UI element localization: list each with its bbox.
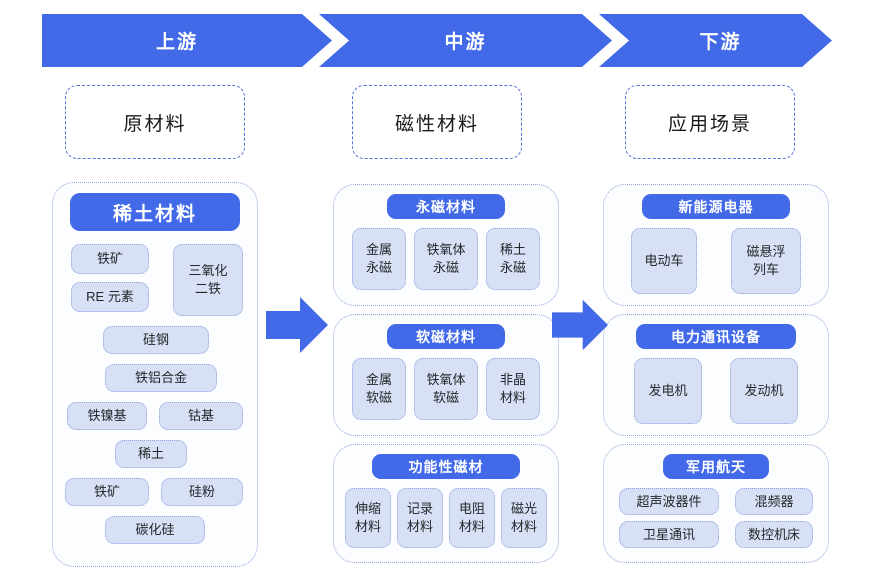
group-title-military-aerospace: 军用航天 (663, 454, 769, 479)
column-upstream: 稀土材料 铁矿 三氧化 二铁 RE 元素 硅钢 铁铝合金 铁镍基 钴基 稀土 铁… (52, 182, 258, 575)
group-soft-magnetic-materials: 软磁材料 金属 软磁 铁氧体 软磁 非晶 材料 (333, 314, 559, 436)
chip-item[interactable]: 金属 永磁 (352, 228, 406, 290)
chip-item[interactable]: 电动车 (631, 228, 697, 294)
chip-item[interactable]: 铁铝合金 (105, 364, 217, 392)
chip-item[interactable]: 钴基 (159, 402, 243, 430)
stage-caption-label-magnetic-materials: 磁性材料 (394, 113, 479, 135)
group-functional-magnetic-materials: 功能性磁材 伸缩 材料 记录 材料 电阻 材料 磁光 材料 (333, 444, 559, 563)
chip-item[interactable]: 稀土 永磁 (486, 228, 540, 290)
group-item-row: 发电机 发动机 (614, 358, 818, 424)
chip-item[interactable]: 电阻 材料 (449, 488, 495, 548)
chip-item[interactable]: 三氧化 二铁 (173, 244, 243, 316)
group-title-new-energy-appliances: 新能源电器 (642, 194, 790, 219)
group-title-power-communication-equipment: 电力通讯设备 (636, 324, 796, 349)
group-item-row: 卫星通讯 数控机床 (614, 521, 818, 548)
chip-item[interactable]: 铁矿 (65, 478, 149, 506)
arrow-upstream-to-midstream (266, 297, 328, 353)
chip-item[interactable]: 硅粉 (161, 478, 243, 506)
stage-caption-applications: 应用场景 (625, 85, 795, 159)
stage-caption-label-raw-materials: 原材料 (123, 113, 187, 135)
chip-item[interactable]: 记录 材料 (397, 488, 443, 548)
group-title-soft-magnetic-materials: 软磁材料 (387, 324, 505, 349)
chip-item[interactable]: 数控机床 (735, 521, 813, 548)
group-military-aerospace: 军用航天 超声波器件 混频器 卫星通讯 数控机床 (603, 444, 829, 563)
chip-item[interactable]: 伸缩 材料 (345, 488, 391, 548)
chip-item[interactable]: RE 元素 (71, 282, 149, 312)
chip-item[interactable]: 金属 软磁 (352, 358, 406, 420)
chip-item[interactable]: 硅钢 (103, 326, 209, 354)
chip-item[interactable]: 稀土 (115, 440, 187, 468)
chip-item[interactable]: 磁光 材料 (501, 488, 547, 548)
stage-chevron-upstream[interactable]: 上游 (42, 14, 332, 67)
stage-chevron-label-downstream: 下游 (699, 32, 742, 53)
chip-item[interactable]: 铁矿 (71, 244, 149, 274)
group-title-functional-magnetic-materials: 功能性磁材 (372, 454, 520, 479)
group-item-row: 电动车 磁悬浮 列车 (614, 228, 818, 294)
group-item-row: 金属 软磁 铁氧体 软磁 非晶 材料 (344, 358, 548, 420)
stage-chevron-midstream[interactable]: 中游 (319, 14, 612, 67)
stage-caption-raw-materials: 原材料 (65, 85, 245, 159)
column-midstream: 永磁材料 金属 永磁 铁氧体 永磁 稀土 永磁 软磁材料 金属 软磁 铁氧体 软… (333, 184, 559, 571)
group-item-row: 超声波器件 混频器 (614, 488, 818, 515)
group-rare-earth-materials: 稀土材料 铁矿 三氧化 二铁 RE 元素 硅钢 铁铝合金 铁镍基 钴基 稀土 铁… (52, 182, 258, 567)
chip-item[interactable]: 发动机 (730, 358, 798, 424)
chip-item[interactable]: 铁氧体 永磁 (414, 228, 478, 290)
stage-caption-magnetic-materials: 磁性材料 (352, 85, 522, 159)
chip-item[interactable]: 铁氧体 软磁 (414, 358, 478, 420)
group-title-rare-earth-materials: 稀土材料 (70, 193, 240, 231)
upstream-item-list: 铁矿 三氧化 二铁 RE 元素 硅钢 铁铝合金 铁镍基 钴基 稀土 铁矿 硅粉 … (63, 240, 247, 560)
chip-item[interactable]: 碳化硅 (105, 516, 205, 544)
chip-item[interactable]: 铁镍基 (67, 402, 147, 430)
chip-item[interactable]: 卫星通讯 (619, 521, 719, 548)
group-power-communication-equipment: 电力通讯设备 发电机 发动机 (603, 314, 829, 436)
chip-item[interactable]: 磁悬浮 列车 (731, 228, 801, 294)
stage-chevron-label-midstream: 中游 (444, 32, 487, 53)
group-item-row: 金属 永磁 铁氧体 永磁 稀土 永磁 (344, 228, 548, 290)
group-permanent-magnet-materials: 永磁材料 金属 永磁 铁氧体 永磁 稀土 永磁 (333, 184, 559, 306)
stage-chevron-downstream[interactable]: 下游 (599, 14, 832, 67)
chip-item[interactable]: 混频器 (735, 488, 813, 515)
chip-item[interactable]: 非晶 材料 (486, 358, 540, 420)
stage-caption-label-applications: 应用场景 (667, 113, 752, 135)
arrow-midstream-to-downstream (552, 297, 608, 353)
column-downstream: 新能源电器 电动车 磁悬浮 列车 电力通讯设备 发电机 发动机 军用航天 超声波… (603, 184, 829, 571)
group-new-energy-appliances: 新能源电器 电动车 磁悬浮 列车 (603, 184, 829, 306)
group-item-row: 伸缩 材料 记录 材料 电阻 材料 磁光 材料 (344, 488, 548, 548)
stage-chevron-label-upstream: 上游 (155, 32, 198, 53)
chip-item[interactable]: 发电机 (634, 358, 702, 424)
chip-item[interactable]: 超声波器件 (619, 488, 719, 515)
group-title-permanent-magnet-materials: 永磁材料 (387, 194, 505, 219)
value-chain-header: 上游 中游 下游 (42, 14, 832, 67)
